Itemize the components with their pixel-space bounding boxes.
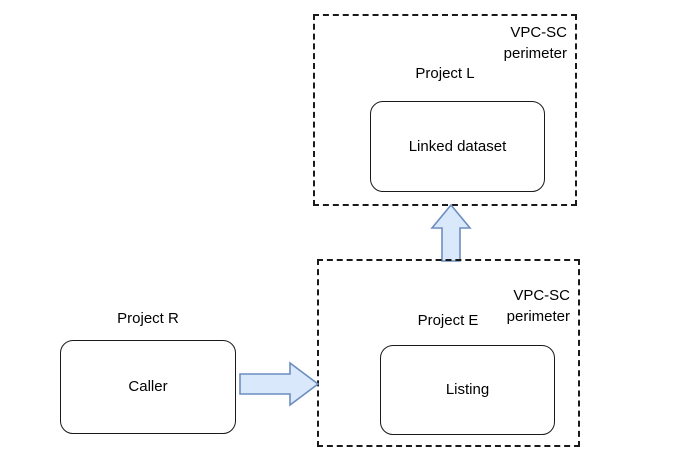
node-listing[interactable]: Listing [380,345,555,435]
node-caller-label: Caller [128,378,168,395]
vpc-sc-perimeter-label-lower: VPC-SC perimeter [506,287,570,325]
node-caller[interactable]: Caller [60,340,236,434]
vpc-sc-perimeter-project-l [313,14,577,206]
right-arrow-icon [239,361,320,407]
project-label-e: Project E [417,312,479,329]
node-listing-label: Listing [445,381,490,398]
arrow-caller-to-listing [239,361,320,407]
vpc-sc-perimeter-project-e [317,259,580,447]
arrow-listing-to-linked-dataset [430,203,472,262]
project-label-l: Project L [415,65,475,82]
up-arrow-icon [430,203,472,262]
node-linked-dataset[interactable]: Linked dataset [370,101,545,192]
node-linked-dataset-label: Linked dataset [408,137,507,155]
vpc-sc-perimeter-label-upper: VPC-SC perimeter [503,24,567,62]
project-label-r: Project R [117,310,179,327]
